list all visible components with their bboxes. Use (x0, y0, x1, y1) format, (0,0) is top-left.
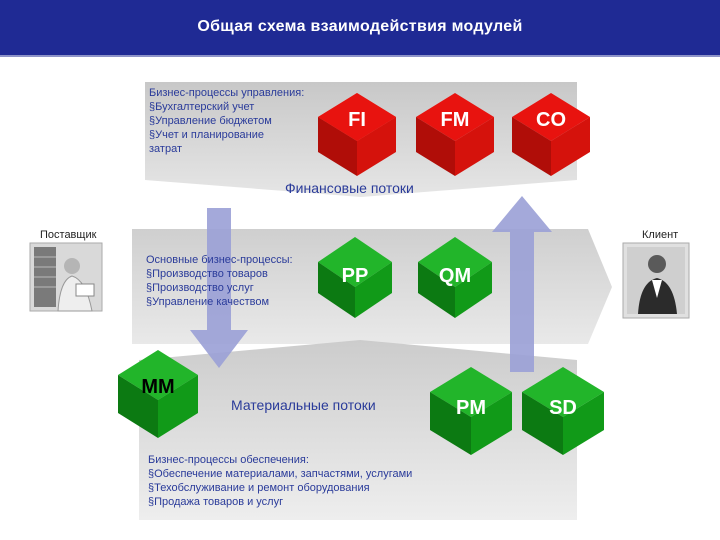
management-item: §Учет и планирование (149, 129, 265, 141)
module-sd-label: SD (549, 397, 577, 419)
core-item: §Управление качеством (146, 296, 270, 308)
title-bar (0, 0, 720, 55)
management-item: §Бухгалтерский учет (149, 101, 255, 113)
module-pp-gem (318, 237, 392, 318)
module-pm-gem (430, 367, 512, 455)
module-qm-label: QM (439, 265, 471, 287)
module-co-label: CO (536, 109, 566, 131)
management-heading: Бизнес-процессы управления: (149, 87, 305, 99)
support-item: §Обеспечение материалами, запчастями, ус… (148, 468, 413, 480)
title-bar-underline (0, 55, 720, 57)
module-qm-gem (418, 237, 492, 318)
page-title: Общая схема взаимодействия модулей (197, 18, 523, 35)
module-sd-gem (522, 367, 604, 455)
support-item: §Продажа товаров и услуг (148, 496, 284, 508)
material-flow-arrow-down (190, 208, 248, 368)
client-photo (622, 242, 690, 319)
material-flows-label: Материальные потоки (231, 397, 376, 413)
module-fm-gem (416, 93, 494, 176)
support-item: §Техобслуживание и ремонт оборудования (148, 482, 370, 494)
management-item: §Управление бюджетом (149, 115, 272, 127)
management-text-block: Бизнес-процессы управления: §Бухгалтерск… (149, 86, 304, 156)
module-pp-label: PP (342, 265, 369, 287)
financial-flows-label: Финансовые потоки (285, 180, 414, 196)
support-text-block: Бизнес-процессы обеспечения: §Обеспечени… (148, 453, 412, 509)
module-mm-label: MM (141, 376, 174, 398)
core-heading: Основные бизнес-процессы: (146, 254, 293, 266)
client-label: Клиент (642, 229, 679, 241)
supplier-label: Поставщик (40, 229, 97, 241)
financial-flow-arrow-up (492, 196, 552, 372)
module-fm-label: FM (441, 109, 470, 131)
core-text-block: Основные бизнес-процессы: §Производство … (146, 253, 293, 309)
module-co-gem (512, 93, 590, 176)
module-fi-label: FI (348, 109, 366, 131)
core-item: §Производство товаров (146, 268, 268, 280)
module-mm-gem (118, 350, 198, 438)
core-item: §Производство услуг (146, 282, 254, 294)
module-pm-label: PM (456, 397, 486, 419)
management-item: затрат (149, 143, 182, 155)
module-fi-gem (318, 93, 396, 176)
supplier-photo (29, 242, 103, 312)
support-heading: Бизнес-процессы обеспечения: (148, 454, 309, 466)
